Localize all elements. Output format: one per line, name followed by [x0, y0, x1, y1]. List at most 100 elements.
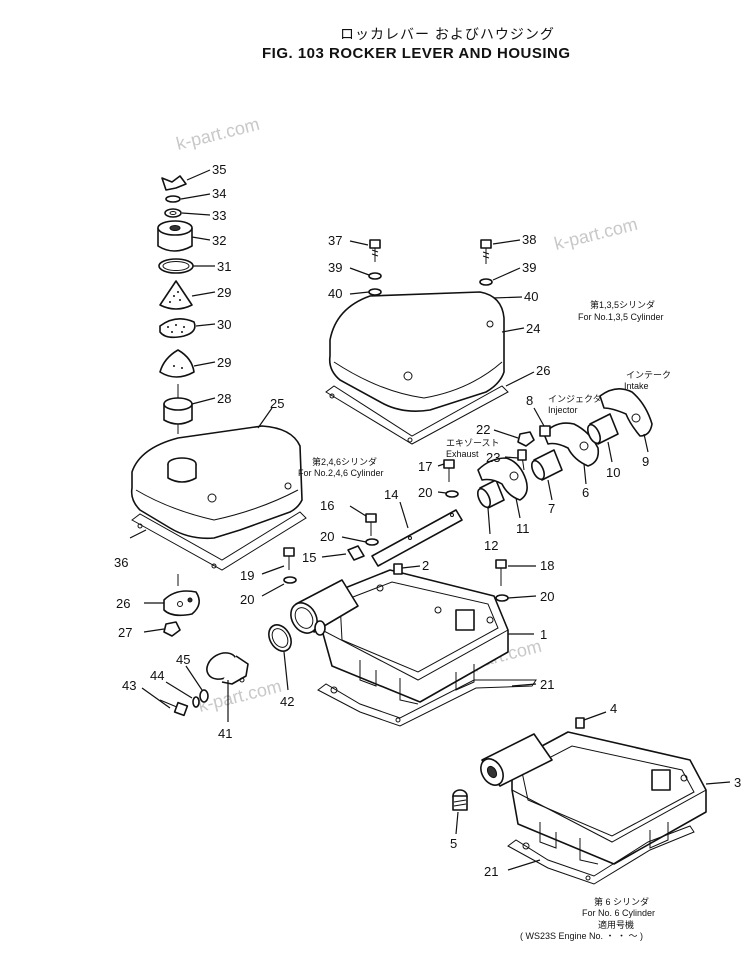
- rocker-cover-24: [328, 291, 505, 412]
- rocker-cover-25: [130, 425, 303, 540]
- adjust-screw-23: [517, 449, 527, 471]
- callout-37: 37: [328, 233, 342, 248]
- rocker-housing-1: [321, 569, 509, 705]
- washer-39-left: [368, 272, 382, 280]
- washer-45: [199, 689, 209, 703]
- bolt-38: [480, 239, 492, 264]
- callout-40-right: 40: [524, 289, 538, 304]
- cup-8: [539, 425, 551, 437]
- callout-39-left: 39: [328, 260, 342, 275]
- washer-39-right: [479, 278, 493, 286]
- nut-22: [517, 431, 535, 447]
- callout-45: 45: [176, 652, 190, 667]
- callout-2: 2: [422, 558, 429, 573]
- callout-26-left: 26: [116, 596, 130, 611]
- figure-title: FIG. 103 ROCKER LEVER AND HOUSING: [262, 45, 571, 62]
- callout-6: 6: [582, 485, 589, 500]
- callout-30: 30: [217, 317, 231, 332]
- dowel-2: [393, 563, 403, 575]
- mesh-element-30: [159, 318, 196, 339]
- callout-33: 33: [212, 208, 226, 223]
- watermark: k-part.com: [552, 214, 639, 254]
- bushing-7: [531, 449, 563, 481]
- washer-20-exhaust: [445, 490, 459, 498]
- callout-26-right: 26: [536, 363, 550, 378]
- callout-20-shaft: 20: [320, 529, 334, 544]
- figure-title-japanese: ロッカレバー およびハウジング: [340, 26, 555, 42]
- callout-29-lower: 29: [217, 355, 231, 370]
- callout-34: 34: [212, 186, 226, 201]
- washer-33: [164, 208, 182, 218]
- callout-18: 18: [540, 558, 554, 573]
- tube-boss-lower: [480, 733, 553, 787]
- callout-8: 8: [526, 393, 533, 408]
- washer-34: [165, 195, 181, 203]
- note-cylinder-246-jp: 第2,4,6シリンダ: [312, 456, 377, 467]
- callout-10: 10: [606, 465, 620, 480]
- washer-20-shaft: [365, 538, 379, 546]
- note-serial-jp: 適用号機: [598, 919, 634, 930]
- watermark: k-part.com: [196, 676, 283, 716]
- note-exhaust: Exhaust: [446, 449, 479, 459]
- nut-27: [163, 621, 181, 637]
- callout-20-left: 20: [240, 592, 254, 607]
- cone-element-29-lower: [159, 349, 195, 378]
- callout-1: 1: [540, 627, 547, 642]
- callout-15: 15: [302, 550, 316, 565]
- callout-42: 42: [280, 694, 294, 709]
- breather-28: [163, 384, 193, 434]
- intake-lever-9: [599, 388, 653, 437]
- washer-40-left: [368, 288, 382, 296]
- callout-7: 7: [548, 501, 555, 516]
- callout-17: 17: [418, 459, 432, 474]
- callout-14: 14: [384, 487, 398, 502]
- callout-19: 19: [240, 568, 254, 583]
- callout-36: 36: [114, 555, 128, 570]
- gasket-21-lower: [507, 825, 695, 885]
- callout-21-lower: 21: [484, 864, 498, 879]
- note-injector: Injector: [548, 405, 578, 415]
- bolt-43: [159, 699, 189, 717]
- callout-21-upper: 21: [540, 677, 554, 692]
- bushing-10: [587, 413, 619, 445]
- note-cylinder-246: For No.2,4,6 Cylinder: [298, 468, 384, 478]
- callout-20-exhaust: 20: [418, 485, 432, 500]
- dowel-4: [575, 717, 585, 729]
- bolt-16: [365, 513, 377, 536]
- plug-5: [452, 789, 468, 811]
- note-intake-jp: インテーク: [626, 370, 671, 380]
- wing-nut-35: [161, 175, 187, 191]
- callout-41: 41: [218, 726, 232, 741]
- plate-26-left: [163, 574, 200, 617]
- callout-16: 16: [320, 498, 334, 513]
- exhaust-lever-11: [477, 457, 528, 501]
- callout-40-left: 40: [328, 286, 342, 301]
- bolt-37: [369, 239, 381, 262]
- callout-11: 11: [516, 521, 530, 536]
- cap-41: [206, 652, 249, 685]
- callout-29-upper: 29: [217, 285, 231, 300]
- callout-35: 35: [212, 162, 226, 177]
- cap-32: [157, 220, 193, 252]
- callout-39-right: 39: [522, 260, 536, 275]
- seal-ring-42: [268, 624, 292, 652]
- bolt-18: [495, 559, 507, 586]
- callout-43: 43: [122, 678, 136, 693]
- callout-9: 9: [642, 454, 649, 469]
- washer-44: [192, 696, 200, 708]
- injector-lever-6: [543, 422, 600, 467]
- callout-20-right: 20: [540, 589, 554, 604]
- callout-3: 3: [734, 775, 741, 790]
- bolt-17: [443, 459, 455, 482]
- bushing-12: [477, 479, 505, 509]
- washer-20-left: [283, 576, 297, 584]
- tube-boss: [290, 579, 359, 636]
- callout-44: 44: [150, 668, 164, 683]
- callout-12: 12: [484, 538, 498, 553]
- note-cylinder-135: For No.1,3,5 Cylinder: [578, 312, 664, 322]
- cone-element-29-upper: [159, 280, 193, 310]
- o-ring-31: [158, 258, 194, 274]
- callout-4: 4: [610, 701, 617, 716]
- callout-22: 22: [476, 422, 490, 437]
